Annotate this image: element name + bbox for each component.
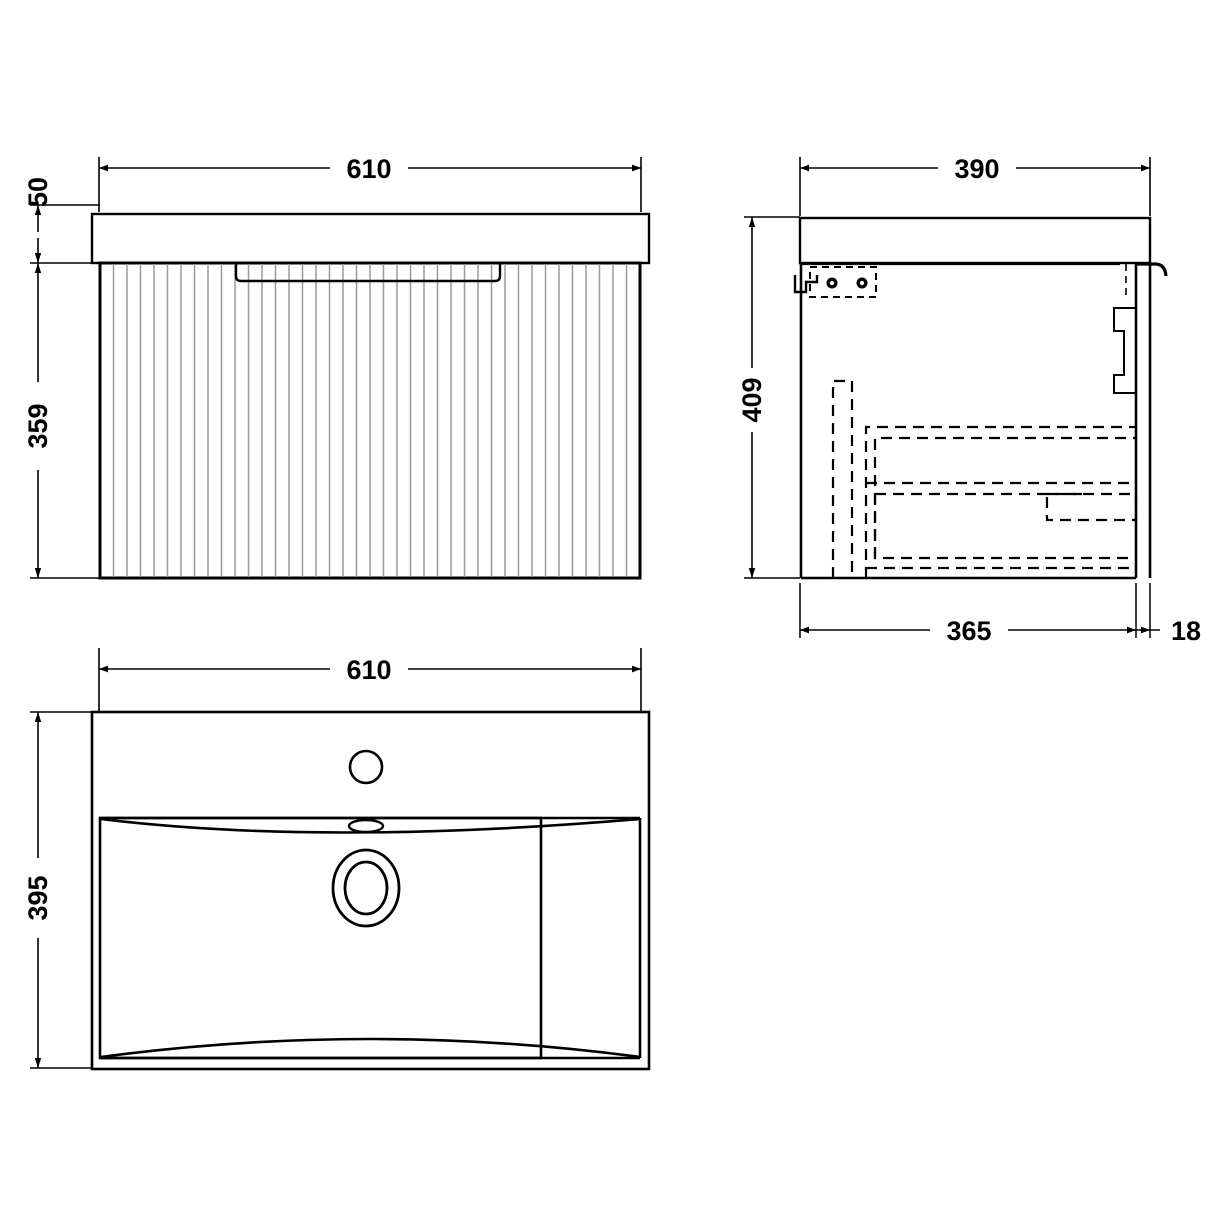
dimension-front-width: 610 [98,154,642,212]
front-flute-lines [112,264,628,577]
bracket-fixing-hole-2-bore [859,280,865,286]
dimension-label-side-carcass-depth: 365 [946,616,991,646]
plan-bowl-rear-rim [100,817,641,834]
dimension-side-depth: 390 [799,154,1151,216]
front-elevation-view: 610 50 359 [23,154,651,580]
front-handle-recess [234,264,502,283]
plan-bowl-front-rim [100,1037,641,1059]
bracket-fixing-hole-1-bore [829,280,835,286]
side-carcass-outline [799,262,1136,580]
dimension-label-front-top-height: 50 [23,177,53,207]
side-elevation-view: 390 409 365 [737,154,1201,646]
dimension-front-vertical-stack: 50 359 [23,177,100,579]
bracket-profile [793,275,819,294]
drawer-box-lower-inner [873,494,1136,560]
dimension-label-plan-width: 610 [346,655,391,685]
drawer-runner-block [1045,492,1138,522]
dimension-side-carcass-depth: 365 [800,616,1136,646]
dimension-label-side-height: 409 [737,377,767,422]
drawer-box-upper [864,425,1136,578]
side-hinge-notch [1113,307,1136,394]
dimension-side-overhang: 18 [1136,616,1201,646]
side-basin-slab [798,216,1152,265]
dimension-front-body-height: 359 [23,263,53,578]
waste-outlet-bore [343,860,389,916]
dimension-side-bottom-stack: 365 18 [799,583,1201,646]
front-cabinet-body [98,261,642,580]
dimension-plan-width: 610 [98,648,642,714]
dimension-label-side-depth: 390 [954,154,999,184]
side-door-panel [1134,262,1168,578]
side-internal-drawer [831,379,1138,578]
dimension-label-plan-depth: 395 [23,875,53,920]
overflow-slot [347,818,385,834]
drawer-front-divider [831,379,854,578]
dimension-label-front-width: 610 [346,154,391,184]
side-door-top-lip [1136,262,1168,277]
plan-bowl-outline [98,816,543,1060]
dimension-side-height: 409 [737,216,800,579]
wall-mount-bracket [793,266,877,298]
dimension-plan-depth: 395 [23,711,100,1069]
front-basin-slab [90,212,651,265]
dimension-label-side-overhang: 18 [1171,616,1201,646]
dimension-label-front-body-height: 359 [23,403,53,448]
dimension-front-top-height: 50 [23,177,53,263]
basin-plan-view: 610 395 [23,648,651,1071]
tap-hole [348,749,384,785]
